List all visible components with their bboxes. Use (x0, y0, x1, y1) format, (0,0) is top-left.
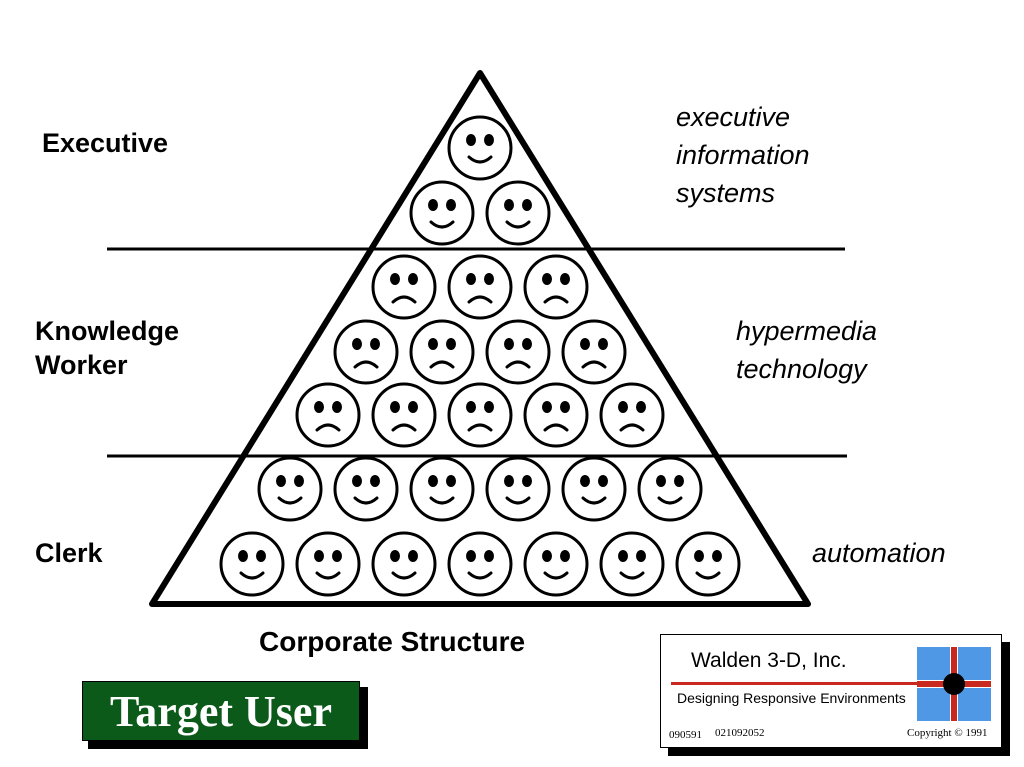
happy-face-icon (485, 180, 551, 246)
happy-face-icon (447, 115, 513, 181)
sad-face-icon (523, 254, 589, 320)
sad-face-icon (409, 319, 475, 385)
level-label-knowledge-line1: Knowledge (35, 316, 180, 346)
sad-face-icon (485, 319, 551, 385)
logo-center-dot (943, 673, 965, 695)
sad-face-icon (371, 382, 437, 448)
sad-face-icon (333, 319, 399, 385)
tech-label-knowledge-line1: hypermedia (736, 316, 878, 346)
tech-label-executive-line1: executive (676, 102, 791, 132)
happy-face-icon (409, 180, 475, 246)
company-name: Walden 3-D, Inc. (691, 649, 847, 672)
tech-label-clerk: automation (812, 538, 946, 568)
sad-face-icon (599, 382, 665, 448)
happy-face-icon (485, 456, 551, 522)
logo-quadrant (917, 647, 950, 680)
level-label-clerk: Clerk (35, 538, 103, 568)
logo-quadrant (958, 688, 991, 721)
logo-quadrant (958, 647, 991, 680)
happy-face-icon (637, 456, 703, 522)
card-divider (671, 682, 989, 685)
happy-face-icon (523, 531, 589, 597)
sad-face-icon (295, 382, 361, 448)
code-left: 090591 (669, 729, 702, 741)
copyright-text: Copyright © 1991 (907, 727, 988, 739)
level-label-knowledge-line2: Worker (35, 350, 128, 380)
happy-face-icon (371, 531, 437, 597)
tech-label-executive-line3: systems (676, 178, 776, 208)
happy-face-icon (409, 456, 475, 522)
tech-label-knowledge: hypermedia technology (736, 312, 877, 388)
tech-label-executive: executive information systems (676, 98, 810, 212)
happy-face-icon (675, 531, 741, 597)
tech-label-executive-line2: information (676, 140, 810, 170)
happy-face-icon (219, 531, 285, 597)
code-middle: 021092052 (715, 727, 765, 739)
pyramid-triangle (149, 70, 811, 607)
happy-face-icon (257, 456, 323, 522)
company-logo-icon (917, 647, 991, 721)
happy-face-icon (447, 531, 513, 597)
level-label-executive: Executive (42, 128, 169, 158)
target-user-badge: Target User (82, 681, 360, 741)
sad-face-icon (561, 319, 627, 385)
footer-card: Walden 3-D, Inc. Designing Responsive En… (660, 634, 1002, 748)
logo-quadrant (917, 688, 950, 721)
sad-face-icon (523, 382, 589, 448)
sad-face-icon (371, 254, 437, 320)
sad-face-icon (447, 254, 513, 320)
sad-face-icon (447, 382, 513, 448)
faces-group (219, 115, 741, 597)
badge-text: Target User (110, 686, 332, 736)
happy-face-icon (333, 456, 399, 522)
happy-face-icon (561, 456, 627, 522)
company-tagline: Designing Responsive Environments (677, 690, 906, 706)
tech-label-knowledge-line2: technology (736, 354, 867, 384)
diagram-caption: Corporate Structure (259, 626, 526, 657)
level-label-knowledge-worker: Knowledge Worker (35, 314, 179, 382)
happy-face-icon (295, 531, 361, 597)
happy-face-icon (599, 531, 665, 597)
